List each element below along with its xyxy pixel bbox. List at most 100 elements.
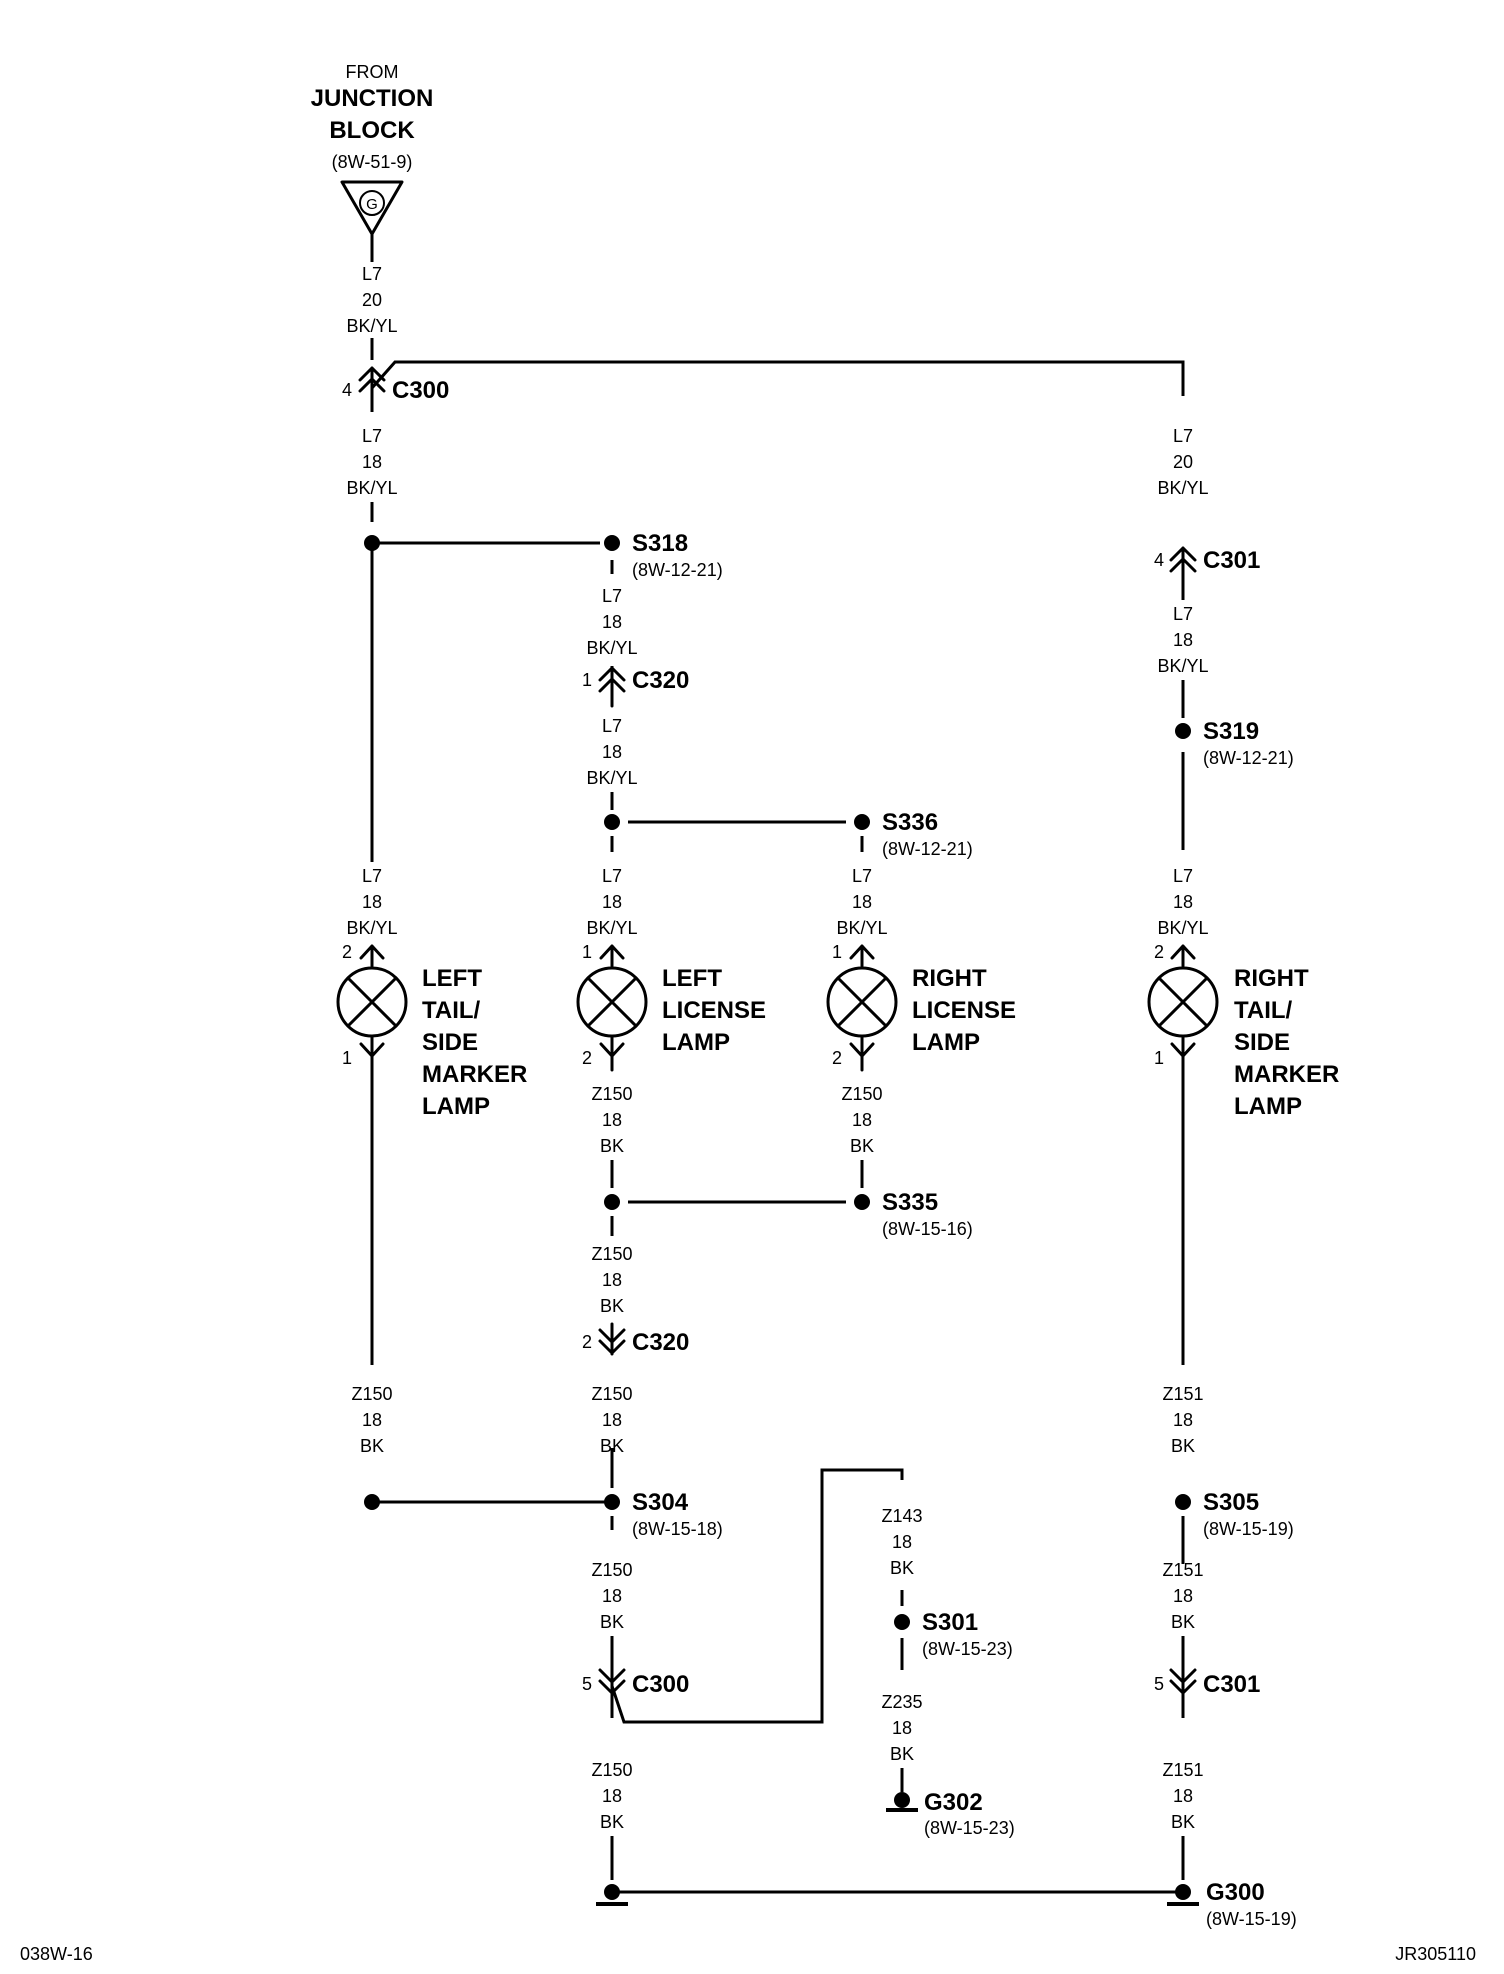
wire-label: Z151 18 BK [1162,1760,1203,1832]
lamp-terminal-symbol [849,944,875,968]
wire-gauge: 18 [362,892,382,912]
connector-symbol [358,366,386,402]
splice-ref: (8W-15-23) [922,1639,1013,1659]
wire-label: L7 18 BK/YL [836,866,887,938]
wire-label: Z150 18 BK [351,1384,392,1456]
wire-circuit: Z151 [1162,1760,1203,1780]
figure-code-right: JR305110 [1395,1944,1476,1964]
source-name-line-2: BLOCK [329,117,415,144]
connector-c301-pin5: 5 C301 [1154,1658,1260,1702]
wire-circuit: L7 [602,866,622,886]
lamp-label-line: MARKER [422,1061,527,1088]
lamp-label-line: LEFT [662,965,722,992]
wire-gauge: 18 [602,1786,622,1806]
splice-ref: (8W-15-18) [632,1519,723,1539]
splice-id: S305 [1203,1489,1259,1516]
wire-gauge: 20 [362,290,382,310]
wire-label: Z235 18 BK [881,1692,922,1764]
wire-color: BK [890,1558,914,1578]
ground-dot [894,1792,910,1808]
splice-id: S301 [922,1609,978,1636]
wire-gauge: 18 [362,452,382,472]
wire-label: L7 18 BK/YL [586,866,637,938]
wire-label: L7 18 BK/YL [1157,604,1208,676]
connector-c300-pin4: 4 C300 [342,366,449,404]
splice-dot [894,1614,910,1630]
wire-label: L7 18 BK/YL [1157,866,1208,938]
wire-label: Z150 18 BK [591,1244,632,1316]
wire-label: L7 18 BK/YL [346,866,397,938]
wire-label: Z151 18 BK [1162,1560,1203,1632]
lamp-filament-icon [1157,976,1209,1028]
splice-left-ground-junction [364,1494,380,1510]
connector-c320-pin1: 1 C320 [582,666,689,708]
wire-color: BK/YL [586,768,637,788]
splice-s318: S318 (8W-12-21) [604,530,723,580]
terminal-label: G [366,196,378,213]
wire-gauge: 18 [602,892,622,912]
ground-ref: (8W-15-19) [1206,1909,1297,1929]
lamp-label-line: LAMP [912,1029,980,1056]
wire-circuit: Z150 [351,1384,392,1404]
wire-color: BK [890,1744,914,1764]
ground-id: G302 [924,1789,983,1816]
connector-id: C301 [1203,547,1260,574]
ground-dot [1175,1884,1191,1900]
lamp-label-line: LICENSE [912,997,1016,1024]
ground-dot [604,1884,620,1900]
lamp-label-line: TAIL/ [1234,997,1293,1024]
wire-color: BK [360,1436,384,1456]
lamp-label-line: SIDE [1234,1029,1290,1056]
lamp-label-line: LICENSE [662,997,766,1024]
splice-s301: S301 (8W-15-23) [894,1609,1013,1659]
wire-gauge: 18 [892,1718,912,1738]
lamp-label-line: LEFT [422,965,482,992]
wire-circuit: L7 [602,716,622,736]
connector-id: C300 [392,377,449,404]
wire-circuit: L7 [362,426,382,446]
wire-segment [610,1468,904,1724]
wire-label: L7 18 BK/YL [586,716,637,788]
lamp-terminal-symbol [359,944,385,968]
wire-circuit: Z235 [881,1692,922,1712]
lamp-pin: 2 [342,942,352,962]
splice-id: S319 [1203,718,1259,745]
lamp-filament-icon [836,976,888,1028]
lamp-terminal-symbol [599,944,625,968]
wire-circuit: Z150 [591,1760,632,1780]
splice-s304: S304 (8W-15-18) [604,1489,723,1539]
splice-dot [604,1494,620,1510]
ground-id: G300 [1206,1879,1265,1906]
wire-gauge: 18 [602,1110,622,1130]
wire-label: Z143 18 BK [881,1506,922,1578]
ground-ref: (8W-15-23) [924,1818,1015,1838]
splice-id: S336 [882,809,938,836]
wire-gauge: 18 [852,892,872,912]
ground-g302: G302 (8W-15-23) [886,1789,1015,1838]
wire-color: BK [600,1296,624,1316]
wire-circuit: Z150 [591,1560,632,1580]
wire-circuit: L7 [602,586,622,606]
lamp-right-license: 1 2 RIGHT LICENSE LAMP [826,942,1016,1072]
wire-color: BK/YL [586,638,637,658]
junction-block-terminal-triangle [340,180,404,236]
wire-circuit: L7 [1173,426,1193,446]
lamp-label-line: LAMP [1234,1093,1302,1120]
wire-circuit: L7 [852,866,872,886]
lamp-label-line: LAMP [662,1029,730,1056]
splice-s335: S335 (8W-15-16) [854,1189,973,1239]
splice-dot [854,1194,870,1210]
connector-pin: 1 [582,670,592,690]
source-from-label: FROM [346,62,399,82]
wire-color: BK/YL [346,918,397,938]
ground-g300-left [596,1884,628,1906]
lamp-pin: 2 [582,1048,592,1068]
lamp-label-line: LAMP [422,1093,490,1120]
connector-pin: 2 [582,1332,592,1352]
wire-gauge: 18 [1173,1786,1193,1806]
splice-dot [604,1194,620,1210]
wire-circuit: Z150 [591,1384,632,1404]
wire-gauge: 18 [1173,1410,1193,1430]
lamp-terminal-symbol [359,1034,385,1072]
wire-color: BK/YL [1157,478,1208,498]
